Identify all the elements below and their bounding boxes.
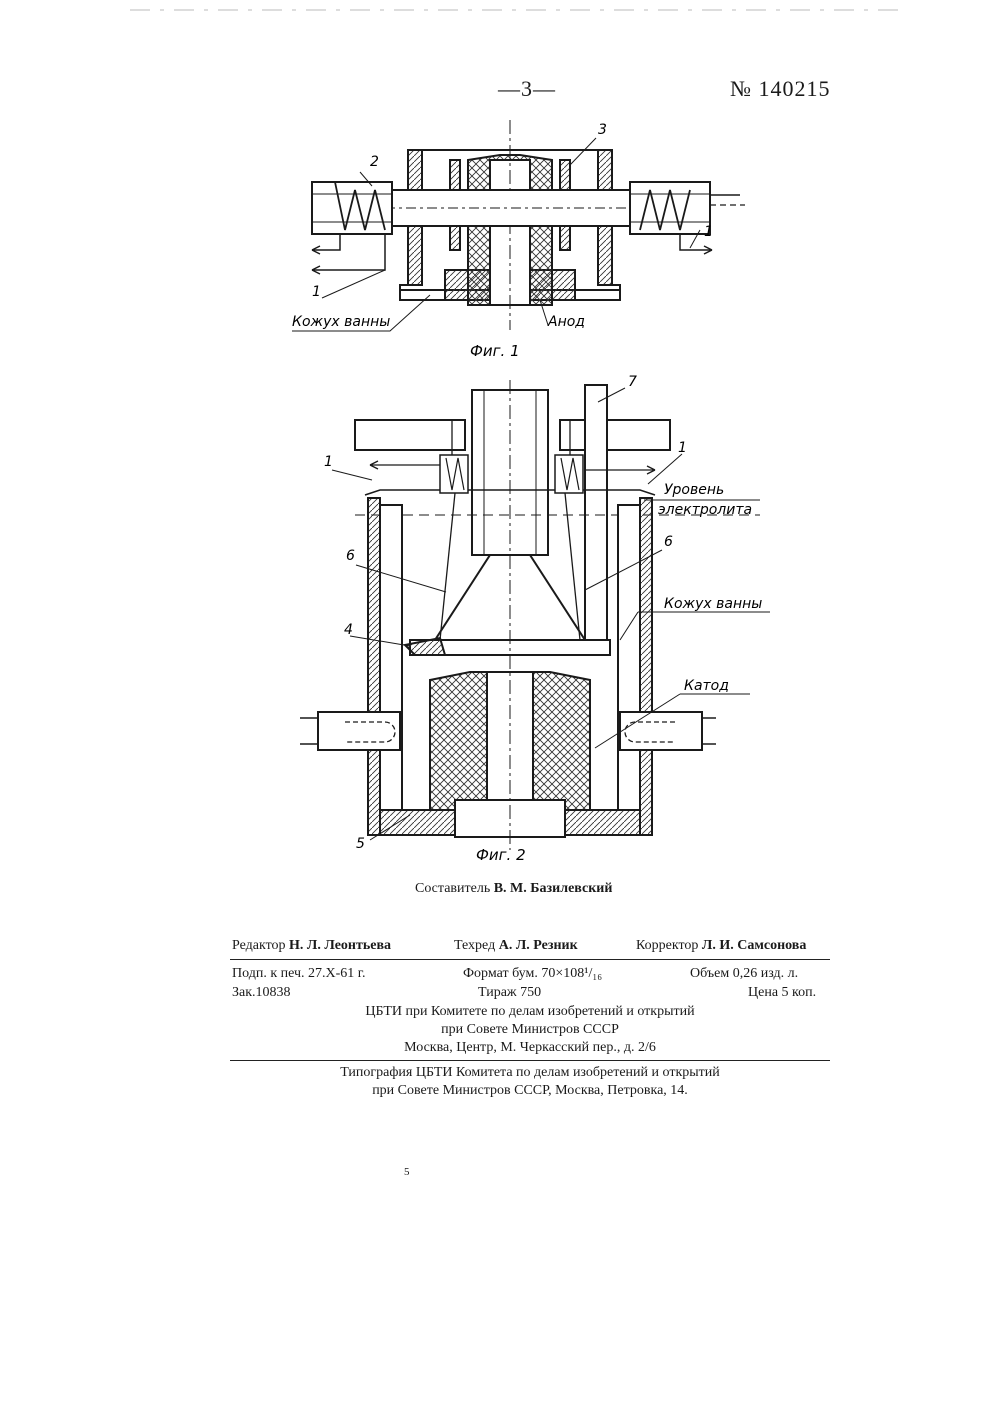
fig2-level-line2: электролита [658,502,752,518]
imprint-signed: Подп. к печ. 27.X-61 г. [232,965,365,983]
printer-line2: при Совете Министров СССР, Москва, Петро… [230,1082,830,1100]
proofreader: Корректор Л. И. Самсонова [636,937,806,955]
fig1-label-3: 3 [598,122,607,138]
imprint-volume: Объем 0,26 изд. л. [690,965,798,983]
technical-drawings: 2 3 1 1 Кожух ванны Анод Фиг. 1 7 1 1 Ур… [0,0,1000,900]
fig2-label-cathode: Катод [684,678,729,694]
printer-line1: Типография ЦБТИ Комитета по делам изобре… [230,1064,830,1082]
fig2-label-5: 5 [356,836,365,852]
fig2-caption: Фиг. 2 [476,846,526,864]
fig2-label-1-right: 1 [678,440,687,456]
techred: Техред А. Л. Резник [454,937,578,955]
imprint-org-line3: Москва, Центр, М. Черкасский пер., д. 2/… [230,1039,830,1057]
fig1-label-1-left: 1 [312,284,321,300]
compiler-line: Составитель В. М. Базилевский [415,880,612,898]
techred-prefix: Техред [454,938,495,953]
imprint-format: Формат бум. 70×108¹/₁₆ [463,965,602,983]
divider-bottom [230,1060,830,1061]
fig2-label-1-left: 1 [324,454,333,470]
fig1-label-2: 2 [370,154,379,170]
fig1-label-anode: Анод [547,314,585,330]
imprint-order: Зак.10838 [232,984,291,1002]
proof-name: Л. И. Самсонова [702,938,806,953]
fig2-level-line1: Уровень [664,482,724,498]
figure-1-drawing [292,120,745,331]
editor-prefix: Редактор [232,938,286,953]
fig2-label-6-right: 6 [664,534,673,550]
imprint-org-line2: при Совете Министров СССР [230,1021,830,1039]
fig2-label-4: 4 [344,622,353,638]
techred-name: А. Л. Резник [499,938,578,953]
imprint-run: Тираж 750 [478,984,541,1002]
figure-2-drawing [300,380,770,850]
compiler-name: В. М. Базилевский [494,881,613,896]
fig1-label-1-right: 1 [704,224,713,240]
fig2-label-casing: Кожух ванны [664,596,762,612]
fig1-label-casing: Кожух ванны [292,314,390,330]
footer-mark: 5 [404,1163,410,1181]
editor: Редактор Н. Л. Леонтьева [232,937,391,955]
fig1-caption: Фиг. 1 [470,342,520,360]
fig2-label-7: 7 [628,374,637,390]
imprint-org-line1: ЦБТИ при Комитете по делам изобретений и… [230,1003,830,1021]
divider-top [230,959,830,960]
editor-name: Н. Л. Леонтьева [289,938,391,953]
imprint-price: Цена 5 коп. [748,984,816,1002]
fig2-label-6-left: 6 [346,548,355,564]
compiler-prefix: Составитель [415,881,490,896]
proof-prefix: Корректор [636,938,698,953]
